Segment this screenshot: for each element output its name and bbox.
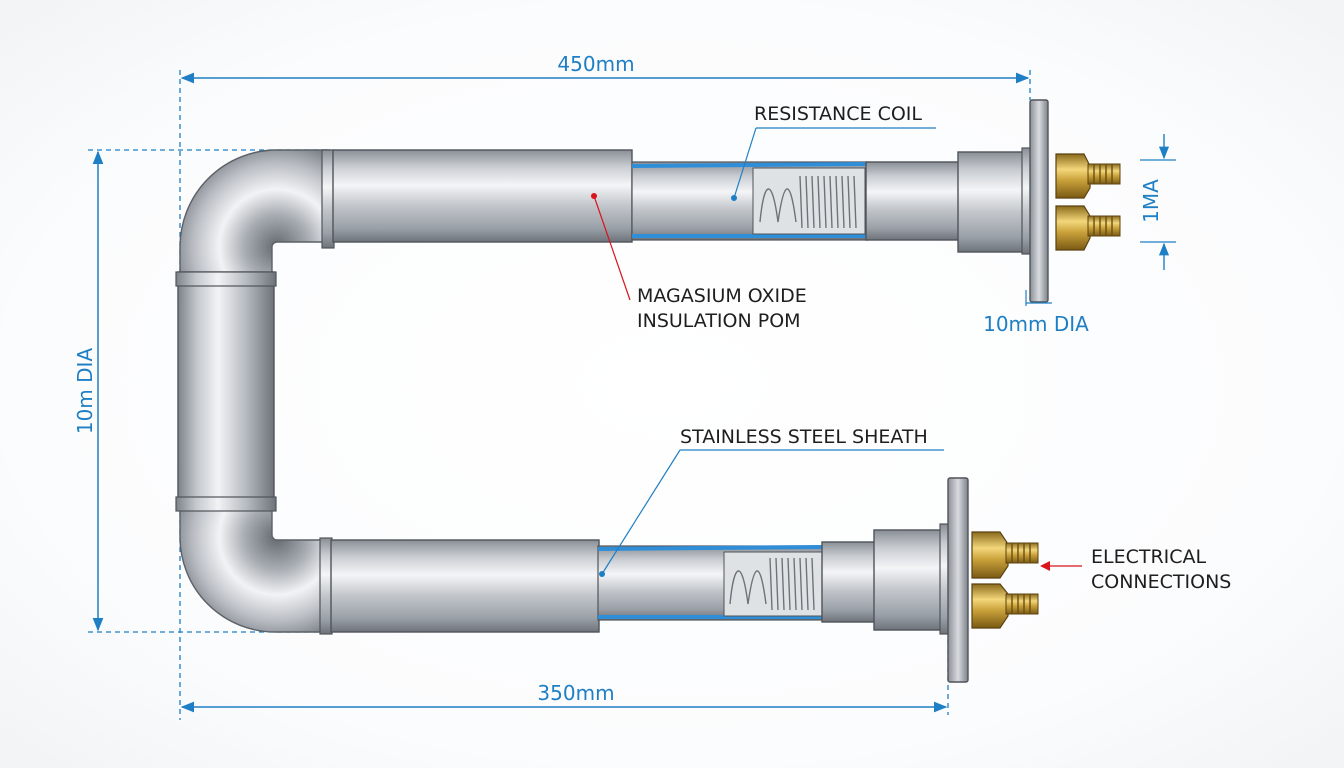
callout-sheath: STAINLESS STEEL SHEATH <box>599 426 944 577</box>
lower-flange <box>947 477 969 683</box>
upper-terminals <box>1055 153 1121 251</box>
lower-terminals <box>971 531 1039 629</box>
top-length-text: 450mm <box>557 52 634 76</box>
insulation-label-line2: INSULATION POM <box>637 310 801 332</box>
bottom-length-text: 350mm <box>537 681 614 705</box>
dimension-terminal-dia: 10mm DIA <box>983 290 1089 336</box>
upper-terminal-housing <box>957 151 1025 253</box>
lower-sheath <box>330 539 600 633</box>
dimension-bottom-length: 350mm <box>180 681 948 713</box>
resistance-coil-label: RESISTANCE COIL <box>754 103 922 125</box>
dimension-terminal-spacing: 1MA <box>1139 134 1176 270</box>
insulation-label-line1: MAGASIUM OXIDE <box>637 285 807 307</box>
upper-coil-window <box>752 167 866 235</box>
height-dia-text: 10m DIA <box>73 348 97 435</box>
callout-insulation: MAGASIUM OXIDE INSULATION POM <box>591 193 807 332</box>
lower-resistance-coil <box>729 557 815 611</box>
bottom-elbow <box>179 494 331 633</box>
top-elbow <box>179 149 331 291</box>
upper-sheath <box>332 149 633 243</box>
callout-electrical: ELECTRICAL CONNECTIONS <box>1040 546 1231 593</box>
upper-resistance-coil <box>759 175 857 229</box>
sheath-label: STAINLESS STEEL SHEATH <box>680 426 928 448</box>
terminal-spacing-text: 1MA <box>1139 179 1163 223</box>
electrical-label-line1: ELECTRICAL <box>1091 546 1207 568</box>
dimension-height: 10m DIA <box>73 150 104 632</box>
terminal-dia-text: 10mm DIA <box>983 312 1089 336</box>
vertical-sleeve <box>177 271 275 511</box>
electrical-label-line2: CONNECTIONS <box>1091 571 1231 593</box>
upper-flange <box>1029 99 1049 303</box>
lower-terminal-housing <box>873 529 943 631</box>
heater-element <box>175 99 1121 683</box>
callout-resistance-coil: RESISTANCE COIL <box>731 103 936 201</box>
dimension-top-length: 450mm <box>180 52 1030 84</box>
